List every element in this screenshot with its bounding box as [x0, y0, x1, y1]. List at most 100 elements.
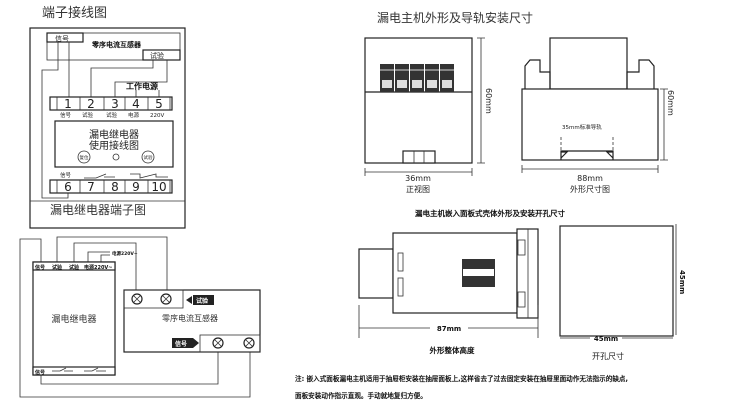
wiring-diagram: 电源220V~ 信号 试验 试验 电源220V~ 漏电继电器 信号 试验 零序电… — [19, 236, 261, 398]
front-width-label: 36mm — [405, 174, 431, 183]
rail-guides — [560, 137, 614, 150]
relay-box — [32, 261, 116, 376]
reset-label: 复位 — [80, 154, 89, 161]
side-height-label: 60mm — [666, 90, 675, 116]
depth-label: 87mm — [437, 325, 461, 333]
top-label: 电源 — [128, 111, 140, 119]
display-line2: 使用接线图 — [89, 139, 139, 152]
panel-title: 漏电主机嵌入面板式壳体外形及安装开孔尺寸 — [415, 208, 565, 218]
panel-body — [392, 232, 518, 314]
signal-tag-label: 信号 — [175, 340, 187, 348]
top-label: 220V — [150, 113, 164, 119]
power-note: 电源220V~ — [112, 250, 138, 257]
wire-test-a — [56, 236, 168, 290]
header-label: 试验 — [52, 264, 62, 271]
wire-test-3 — [114, 60, 168, 97]
panel-front — [516, 228, 539, 319]
side-caption: 外形尺寸图 — [570, 184, 610, 194]
rail-label: 35mm标准导轨 — [562, 123, 602, 131]
top-terminal-strip — [49, 96, 173, 111]
terminal-number: 7 — [87, 180, 95, 194]
test-button[interactable] — [141, 150, 155, 164]
cutout-dimensions — [560, 224, 677, 339]
height-label: 60mm — [484, 88, 493, 114]
rail-clips — [524, 59, 655, 89]
reset-button[interactable] — [77, 150, 91, 164]
terminal-screw — [397, 80, 407, 88]
test-label: 试验 — [150, 51, 164, 60]
wire-test-2 — [90, 60, 154, 97]
top-label: 试验 — [106, 111, 118, 119]
terminal-caption: 漏电继电器端子图 — [50, 203, 146, 217]
terminal-screw — [427, 80, 437, 88]
side-width-label: 88mm — [577, 174, 603, 183]
terminal-number: 3 — [111, 97, 119, 111]
wire-power — [87, 251, 110, 262]
terminal-screw — [442, 80, 452, 88]
screw-cross — [245, 339, 253, 347]
terminal-number: 5 — [155, 97, 163, 111]
test-button-label: 试验 — [144, 154, 153, 161]
header-label: 电源220V~ — [84, 264, 113, 271]
ct-test-terminals — [123, 289, 184, 309]
front-caption: 正视图 — [406, 184, 430, 194]
signal-label: 信号 — [55, 34, 69, 43]
height-dimension — [477, 37, 485, 164]
front-width-dimension — [364, 168, 473, 176]
signal-box — [46, 32, 84, 43]
panel-slot — [397, 277, 404, 297]
terminal-number: 1 — [64, 97, 72, 111]
panel-stub — [358, 248, 394, 299]
side-body — [521, 88, 659, 161]
test-tag — [193, 295, 214, 305]
top-label: 信号 — [60, 111, 72, 119]
terminal-number: 4 — [132, 97, 140, 111]
indicator-led — [112, 153, 120, 161]
wire-test-b — [73, 242, 137, 290]
panel-clip — [517, 291, 526, 308]
display-line1: 漏电继电器 — [89, 128, 139, 141]
footer-signal: 信号 — [35, 369, 45, 376]
terminal-number: 2 — [87, 97, 95, 111]
terminal-number: 9 — [132, 180, 140, 194]
top-label: 试验 — [82, 111, 94, 119]
ct-signal-terminals — [199, 334, 261, 353]
test-box — [142, 49, 181, 61]
cutout-width-label: 45mm — [594, 335, 618, 343]
terminal-screw — [412, 80, 422, 88]
terminal-diagram-title: 端子接线图 — [42, 5, 107, 21]
signal-tag — [172, 338, 193, 348]
ct-label: 零序电流互感器 — [162, 313, 218, 323]
front-bottom-terminal — [402, 150, 436, 164]
header-label: 信号 — [35, 264, 45, 271]
relay-footer — [32, 366, 116, 376]
depth-dimension — [358, 305, 539, 338]
side-width-dimension — [521, 165, 659, 173]
test-tag-label: 试验 — [196, 297, 208, 305]
ct-label: 零序电流互感器 — [91, 40, 142, 49]
side-height-dimension — [660, 88, 668, 161]
cutout-caption: 开孔尺寸 — [592, 351, 624, 361]
cutout — [559, 225, 674, 337]
test-arrow-icon — [186, 296, 192, 304]
relay-header — [32, 261, 116, 271]
wire-outer — [19, 238, 251, 398]
terminal-screw — [382, 80, 392, 88]
screw-cross — [162, 295, 170, 303]
wire-power — [135, 90, 160, 97]
bottom-terminal-strip — [49, 179, 173, 194]
wire-signal — [40, 351, 219, 385]
relay-label: 漏电继电器 — [51, 313, 96, 325]
header-label: 试验 — [69, 264, 79, 271]
terminal-number: 6 — [64, 180, 72, 194]
contact-symbols — [84, 173, 168, 179]
signal-arrow-icon — [193, 338, 199, 348]
terminal-number: 8 — [111, 180, 119, 194]
side-top — [549, 37, 628, 90]
panel-caption: 外形整体高度 — [430, 345, 475, 355]
screw-cross — [133, 295, 141, 303]
panel-slot — [397, 252, 404, 272]
din-rail — [560, 150, 614, 160]
screw-cross — [214, 339, 222, 347]
